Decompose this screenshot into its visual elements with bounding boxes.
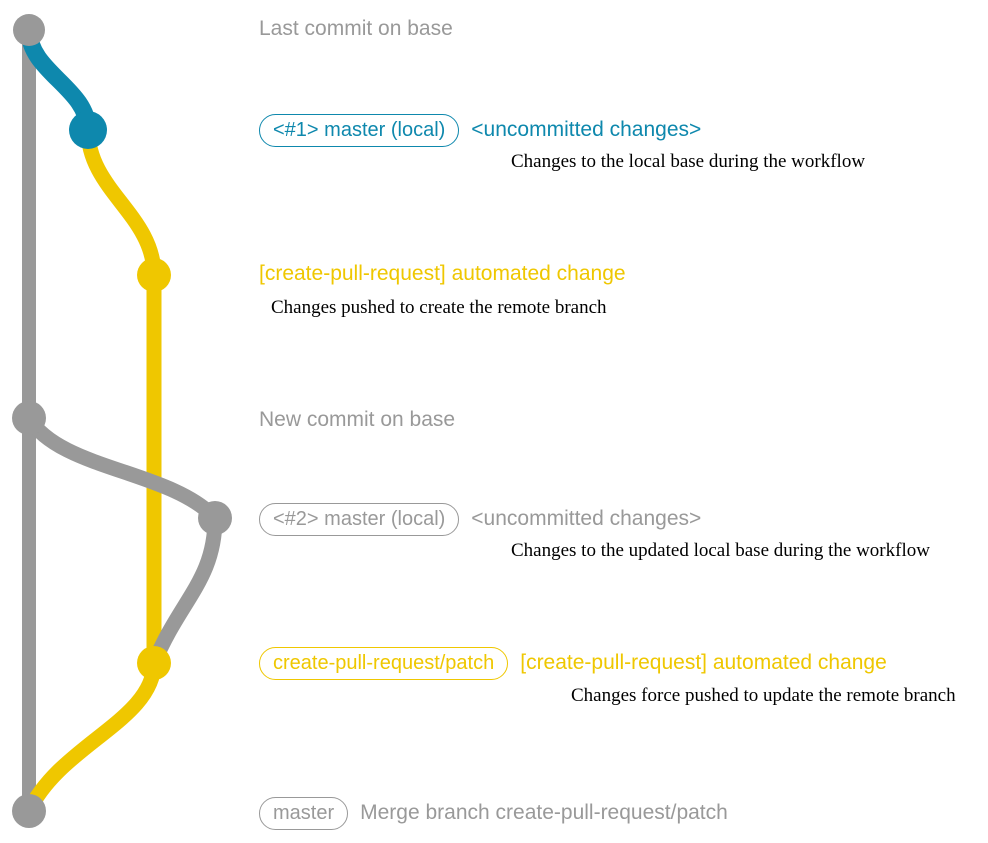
commit-node-new-base[interactable]	[12, 401, 46, 435]
gray-branch-to-patch-line	[146, 510, 223, 671]
commit-node-last-base[interactable]	[13, 14, 45, 46]
commit-message-local-master-1: <uncommitted changes>	[471, 118, 702, 141]
commit-entry-patch: create-pull-request/patch [create-pull-r…	[259, 647, 887, 680]
commit-message-master-merge: Merge branch create-pull-request/patch	[360, 801, 728, 824]
branch-badge-master[interactable]: master	[259, 797, 349, 830]
commit-subtext-local-master-1: Changes to the local base during the wor…	[511, 151, 866, 172]
commit-node-automated-change[interactable]	[137, 258, 171, 292]
commit-message-last-base: Last commit on base	[259, 17, 453, 40]
commit-message-automated-change: [create-pull-request] automated change	[259, 262, 626, 285]
commit-entry-automated-change: [create-pull-request] automated change	[259, 263, 626, 284]
commit-subtext-automated-change: Changes pushed to create the remote bran…	[271, 297, 607, 318]
commit-message-new-base: New commit on base	[259, 408, 456, 431]
branch-badge-local-master-1[interactable]: <#1> master (local)	[259, 114, 460, 147]
commit-entry-master-merge: master Merge branch create-pull-request/…	[259, 797, 728, 830]
branch-badge-patch[interactable]: create-pull-request/patch	[259, 647, 509, 680]
commit-subtext-patch: Changes force pushed to update the remot…	[571, 685, 956, 706]
commit-entry-last-base: Last commit on base	[259, 18, 453, 39]
commit-node-local-master-1[interactable]	[69, 111, 107, 149]
yellow-branch-upper-line	[80, 122, 162, 283]
gray-branch-to-local2-line	[21, 410, 223, 526]
branch-badge-local-master-2[interactable]: <#2> master (local)	[259, 503, 460, 536]
commit-message-local-master-2: <uncommitted changes>	[471, 507, 702, 530]
yellow-merge-line	[21, 655, 162, 819]
commit-node-master-merge[interactable]	[12, 794, 46, 828]
commit-message-patch: [create-pull-request] automated change	[520, 651, 887, 674]
commit-entry-local-master-2: <#2> master (local) <uncommitted changes…	[259, 503, 701, 536]
commit-node-local-master-2[interactable]	[198, 501, 232, 535]
commit-node-patch[interactable]	[137, 646, 171, 680]
commit-entry-local-master-1: <#1> master (local) <uncommitted changes…	[259, 114, 701, 147]
commit-entry-new-base: New commit on base	[259, 409, 455, 430]
commit-subtext-local-master-2: Changes to the updated local base during…	[511, 540, 930, 561]
